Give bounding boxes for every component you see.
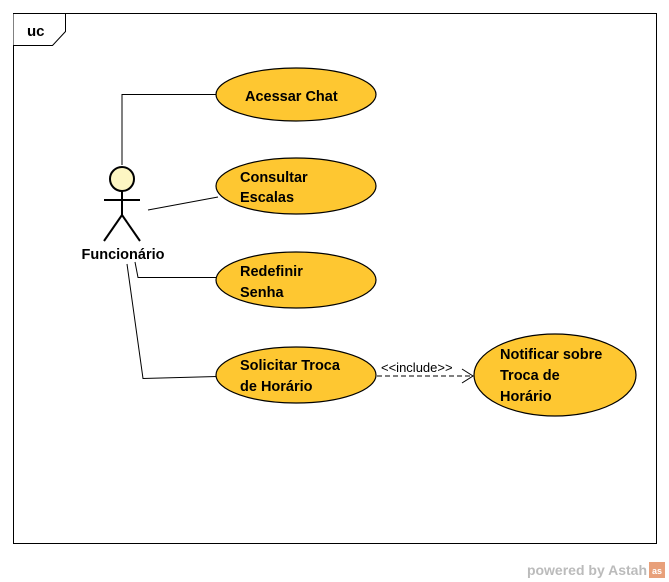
include-arrowhead [461,368,474,384]
usecase-notificar-troca: Notificar sobre Troca de Horário [473,333,637,417]
actor-head [109,166,135,192]
frame-tab [13,13,66,46]
usecase-label-line: Solicitar Troca [240,358,341,374]
actor-left-leg [103,214,123,242]
actor-right-leg [121,214,141,242]
usecase-label-line: Senha [240,285,284,301]
include-label: <<include>> [381,360,453,375]
usecase-solicitar-troca: Solicitar Troca de Horário [215,346,377,404]
usecase-label-line: Redefinir [240,264,303,280]
association-acessar-chat [121,94,217,165]
usecase-ellipse [215,157,377,215]
usecase-ellipse [215,67,377,122]
astah-logo-text: as [652,566,662,576]
usecase-ellipse [215,251,377,309]
usecase-label-line: de Horário [240,379,313,395]
associations [121,94,219,380]
astah-logo-icon [649,562,665,578]
include-dependency: <<include>> [377,360,474,384]
usecase-label-line: Escalas [240,190,294,206]
usecase-ellipse [215,346,377,404]
usecase-label-line: Notificar sobre [500,347,602,363]
usecase-redefinir-senha: Redefinir Senha [215,251,377,309]
usecase-acessar-chat: Acessar Chat [215,67,377,122]
actor-funcionario: Funcionário [82,166,165,263]
usecase-label-line: Troca de [500,368,560,384]
frame-label: uc [27,23,45,40]
association-solicitar-troca [126,263,218,380]
association-consultar-escalas [147,196,219,211]
usecase-consultar-escalas: Consultar Escalas [215,157,377,215]
usecase-label-line: Horário [500,389,552,405]
actor-name: Funcionário [82,247,165,263]
usecase-label-line: Acessar Chat [245,89,338,105]
usecase-ellipse [473,333,637,417]
usecase-label-line: Consultar [240,170,308,186]
association-redefinir-senha [134,261,217,278]
powered-by-text: powered by Astah [527,562,647,578]
powered-by-watermark: powered by Astah as [527,562,665,578]
